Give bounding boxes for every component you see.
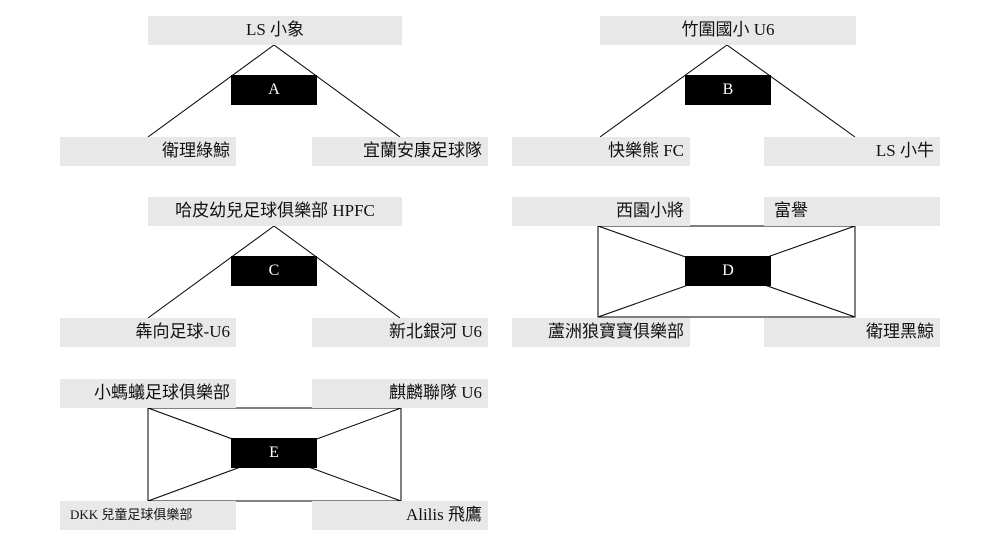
- group-d-bottom-left-team: 蘆洲狼寶寶俱樂部: [512, 318, 690, 347]
- group-d-bottom-right-team: 衛理黑鯨: [764, 318, 940, 347]
- group-a-left-team: 衛理綠鯨: [60, 137, 236, 166]
- group-e-bottom-right-team: Alilis 飛鷹: [312, 501, 488, 530]
- group-c-top-team: 哈皮幼兒足球俱樂部 HPFC: [148, 197, 402, 226]
- group-a-right-team: 宜蘭安康足球隊: [312, 137, 488, 166]
- group-b-label: B: [685, 75, 771, 105]
- group-c-left-team: 犇向足球-U6: [60, 318, 236, 347]
- group-d-rect: [597, 225, 856, 318]
- group-e-label: E: [231, 438, 317, 468]
- group-d-top-left-team: 西園小將: [512, 197, 690, 226]
- group-e-top-left-team: 小螞蟻足球俱樂部: [60, 379, 236, 408]
- group-c-right-team: 新北銀河 U6: [312, 318, 488, 347]
- group-b-triangle: [599, 44, 856, 138]
- group-b-top-team: 竹圍國小 U6: [600, 16, 856, 45]
- group-c-label: C: [231, 256, 317, 286]
- group-a-label: A: [231, 75, 317, 105]
- group-b-right-team: LS 小牛: [764, 137, 940, 166]
- group-e-rect: [147, 407, 402, 502]
- group-d-top-right-team: 富譽: [764, 197, 940, 226]
- group-a-top-team: LS 小象: [148, 16, 402, 45]
- group-a-triangle: [147, 44, 401, 138]
- group-e-top-right-team: 麒麟聯隊 U6: [312, 379, 488, 408]
- group-c-triangle: [147, 225, 401, 319]
- group-d-label: D: [685, 256, 771, 286]
- group-e-bottom-left-team: DKK 兒童足球俱樂部: [60, 501, 236, 530]
- group-b-left-team: 快樂熊 FC: [512, 137, 690, 166]
